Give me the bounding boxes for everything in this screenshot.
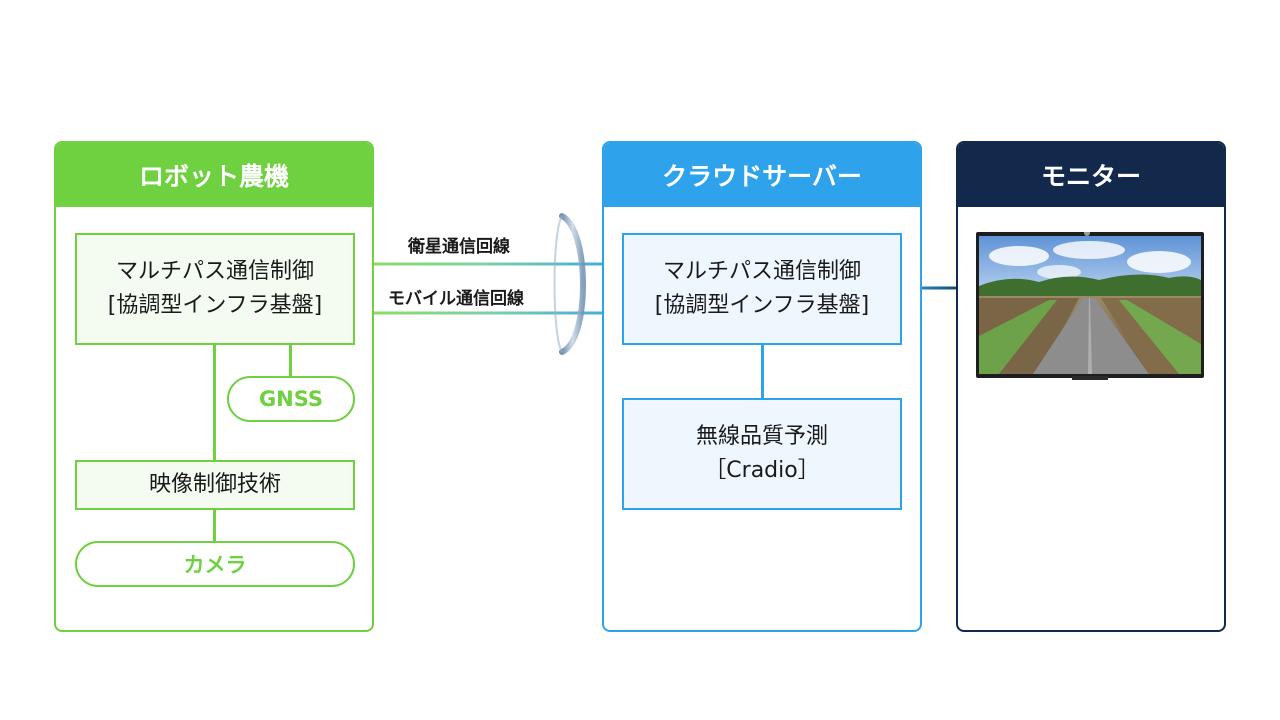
cloud-multipath-line2: [協調型インフラ基盤] xyxy=(654,293,870,318)
robot-multipath-box: マルチパス通信制御 [協調型インフラ基盤] xyxy=(75,233,355,345)
monitor-panel: モニター xyxy=(956,141,1226,632)
camera-connector xyxy=(213,508,216,542)
robot-multipath-line1: マルチパス通信制御 xyxy=(115,259,314,284)
bundle-ring-icon xyxy=(559,213,586,355)
farm-road-photo xyxy=(979,236,1201,374)
satellite-link-label: 衛星通信回線 xyxy=(408,237,510,257)
gnss-pill: GNSS xyxy=(227,376,355,422)
monitor-panel-title: モニター xyxy=(958,143,1224,207)
camera-pill: カメラ xyxy=(75,541,355,587)
monitor-screen xyxy=(976,232,1204,380)
mobile-link-label: モバイル通信回線 xyxy=(388,289,524,309)
cloud-multipath-line1: マルチパス通信制御 xyxy=(662,259,861,284)
cloud-multipath-box: マルチパス通信制御 [協調型インフラ基盤] xyxy=(622,233,902,345)
prediction-line2: ［Cradio］ xyxy=(704,458,820,483)
robot-panel-title: ロボット農機 xyxy=(56,143,372,207)
prediction-line1: 無線品質予測 xyxy=(695,424,828,449)
cloud-vertical-connector xyxy=(761,344,764,400)
robot-multipath-line2: [協調型インフラ基盤] xyxy=(107,293,323,318)
cloud-panel-title: クラウドサーバー xyxy=(604,143,920,207)
robot-vertical-connector xyxy=(213,344,216,462)
gnss-connector xyxy=(289,344,292,378)
video-control-label: 映像制御技術 xyxy=(148,472,281,497)
video-control-box: 映像制御技術 xyxy=(75,460,355,510)
webcam-dot xyxy=(1084,232,1090,236)
radio-quality-prediction-box: 無線品質予測 ［Cradio］ xyxy=(622,398,902,510)
monitor-stand xyxy=(1072,376,1108,380)
